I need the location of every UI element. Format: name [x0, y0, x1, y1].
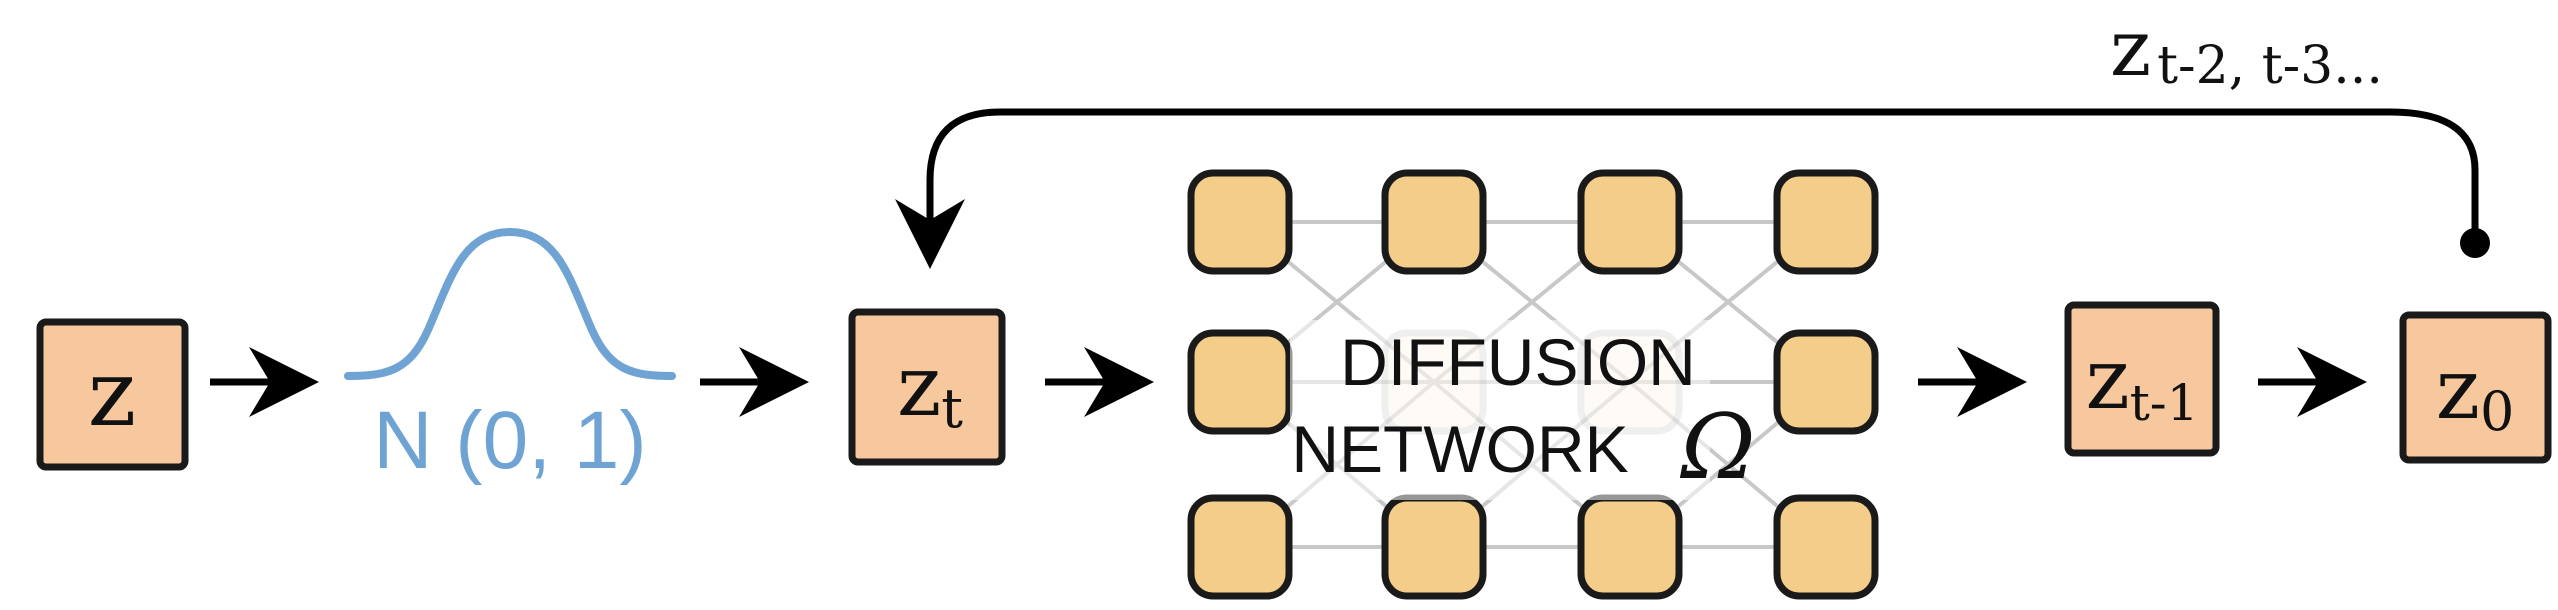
- network-node: [1577, 169, 1683, 275]
- z0-base: z: [2436, 340, 2480, 438]
- zt-base: z: [897, 337, 941, 435]
- zt1-label: zt-1: [2085, 330, 2198, 432]
- zt1-box: [2064, 301, 2220, 457]
- gaussian-curve: [344, 227, 676, 380]
- network-node: [1381, 169, 1487, 275]
- input-z-box: [36, 318, 189, 471]
- zt-box: [848, 308, 1006, 466]
- feedback-loop-path: [895, 108, 2479, 269]
- zt-label: zt: [897, 337, 963, 440]
- zt1-sub: t-1: [2130, 374, 2199, 432]
- network-node: [1773, 329, 1879, 435]
- z0-label: z0: [2436, 340, 2515, 443]
- z0-sub: 0: [2480, 380, 2514, 443]
- feedback-loop-base: z: [2110, 4, 2151, 94]
- network-node: [1187, 169, 1293, 275]
- zt1-base: z: [2085, 330, 2129, 428]
- network-node: [1773, 494, 1879, 600]
- feedback-loop-dot: [2460, 228, 2490, 258]
- network-label-halo: [1290, 320, 1710, 500]
- network-node: [1187, 329, 1293, 435]
- zt-sub: t: [941, 377, 963, 440]
- network-omega-symbol: Ω: [1680, 395, 1756, 500]
- feedback-loop-sub: t-2, t-3...: [2157, 36, 2383, 96]
- network-node: [1381, 494, 1487, 600]
- network-node: [1187, 494, 1293, 600]
- network-label-line2: NETWORK: [1291, 412, 1628, 486]
- input-z-label: z: [88, 340, 136, 447]
- z0-box: [2399, 311, 2552, 464]
- noise-label: N (0, 1): [373, 395, 646, 486]
- network-node: [1773, 169, 1879, 275]
- network-node: [1577, 494, 1683, 600]
- network-label-line1: DIFFUSION: [1340, 325, 1696, 399]
